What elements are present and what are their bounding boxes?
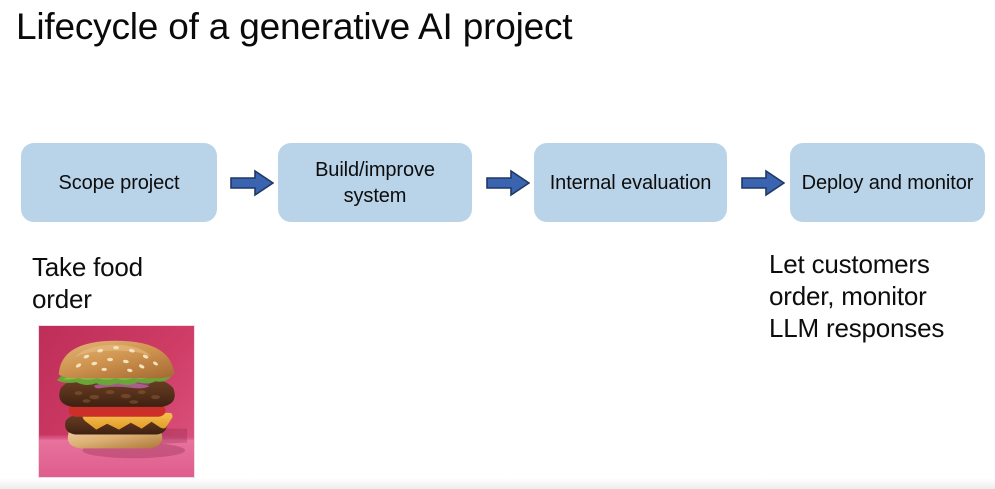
right-arrow-icon xyxy=(230,169,275,197)
flow-step-deploy-and-monitor[interactable]: Deploy and monitor xyxy=(790,143,985,222)
flow-step-scope-project[interactable]: Scope project xyxy=(21,143,217,222)
process-flow-diagram: Scope project Build/improve system Inter… xyxy=(0,143,995,223)
bottom-edge-band xyxy=(0,478,995,489)
burger-photograph xyxy=(38,325,195,478)
page-title: Lifecycle of a generative AI project xyxy=(16,6,573,47)
right-arrow-icon xyxy=(486,169,531,197)
flow-step-label: Deploy and monitor xyxy=(801,171,974,194)
right-arrow-icon xyxy=(741,169,786,197)
left-annotation-text: Take food order xyxy=(32,252,143,314)
flow-step-internal-evaluation[interactable]: Internal evaluation xyxy=(534,143,727,222)
flow-step-build-improve-system[interactable]: Build/improve system xyxy=(278,143,472,222)
flow-step-label: Internal evaluation xyxy=(549,171,712,194)
flow-step-label: Build/improve system xyxy=(315,158,435,207)
right-annotation-text: Let customers order, monitor LLM respons… xyxy=(769,249,945,343)
flow-step-label: Scope project xyxy=(58,171,180,194)
